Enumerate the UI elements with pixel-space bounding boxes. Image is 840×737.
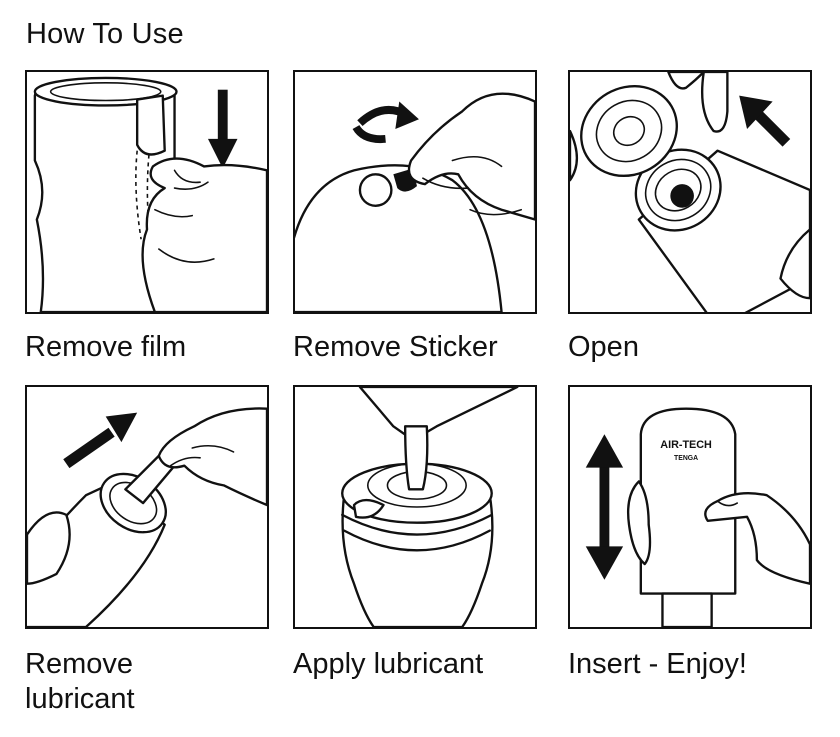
step-caption: Open xyxy=(568,331,639,363)
product-brand-label: AIR-TECH xyxy=(660,439,712,451)
step-caption: Insert - Enjoy! xyxy=(568,648,747,680)
product-sub-label: TENGA xyxy=(674,455,698,462)
step-caption: Remove Sticker xyxy=(293,331,498,363)
down-arrow-icon xyxy=(207,89,238,169)
step-remove-lubricant-illustration xyxy=(25,385,269,629)
double-arrow-icon xyxy=(585,434,624,580)
step-remove-sticker-illustration xyxy=(293,70,537,314)
step-caption: Apply lubricant xyxy=(293,648,484,680)
step-insert-enjoy-illustration: AIR-TECH TENGA xyxy=(568,385,812,629)
step-caption: Remove lubricant xyxy=(25,648,135,715)
diagonal-arrow-icon xyxy=(63,412,138,469)
step-open-illustration xyxy=(568,70,812,314)
diagonal-arrow-icon xyxy=(739,95,791,147)
page-title: How To Use xyxy=(26,18,184,50)
step-caption: Remove film xyxy=(25,331,187,363)
step-remove-film-illustration xyxy=(25,70,269,314)
step-apply-lubricant-illustration xyxy=(293,385,537,629)
rotate-arrow-icon xyxy=(352,101,419,144)
